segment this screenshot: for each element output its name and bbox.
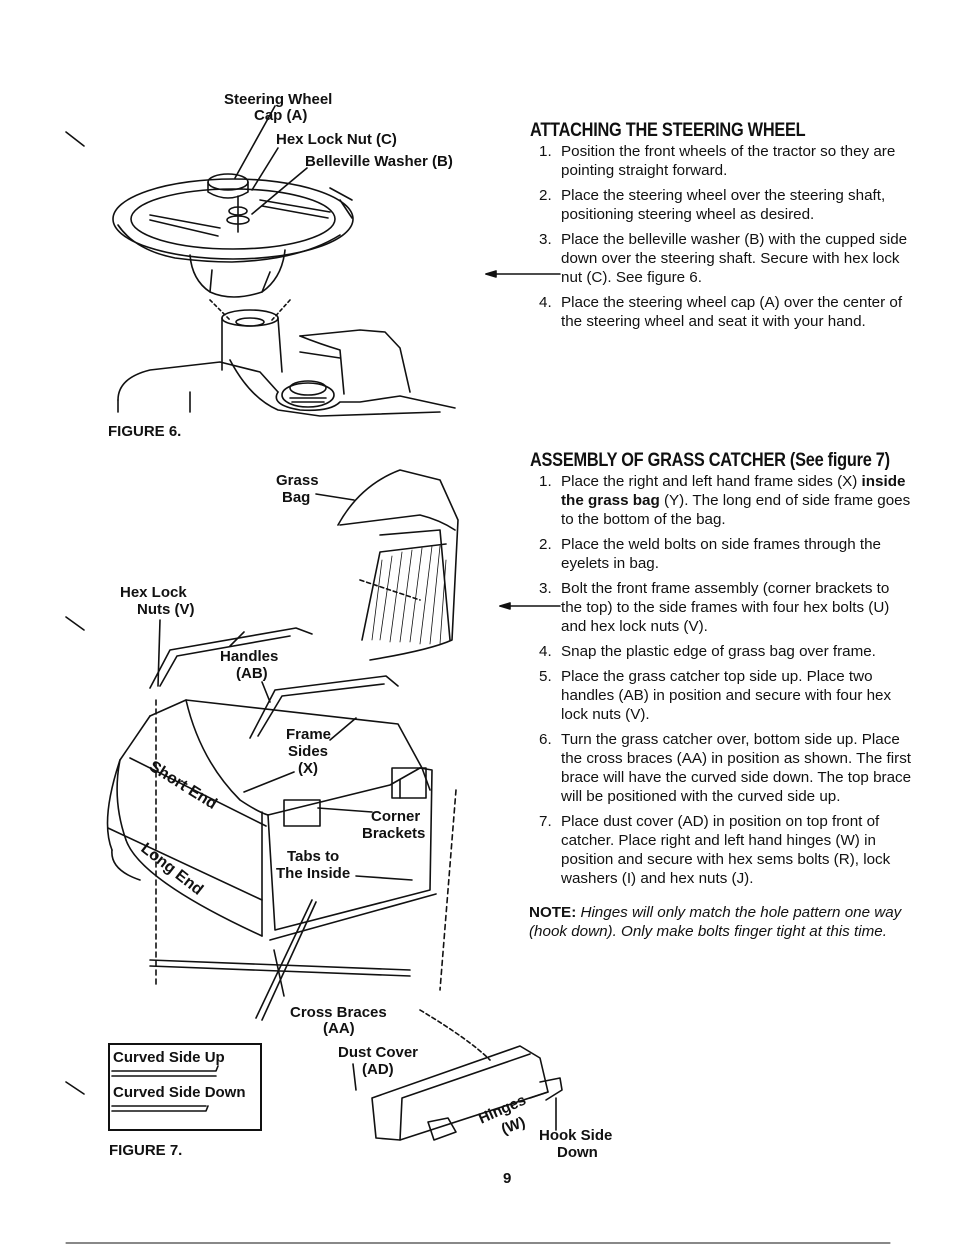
steering-wheel-steps: 1. Position the front wheels of the tract… [530, 142, 912, 337]
step-item: 1. Position the front wheels of the tract… [530, 142, 912, 180]
step-item: 4. Snap the plastic edge of grass bag ove… [530, 642, 914, 661]
step-item: 7. Place dust cover (AD) in position on t… [530, 812, 914, 888]
step-text: Turn the grass catcher over, bottom side… [561, 731, 912, 805]
figure-7-caption: FIGURE 7. [109, 1142, 183, 1159]
step-number: 7. [539, 813, 552, 830]
step-item: 2. Place the weld bolts on side frames th… [530, 535, 914, 573]
dust-cover-ad-label: (AD) [362, 1061, 394, 1078]
step-text: (Y). The long end of side frame goes to … [561, 492, 911, 528]
corner-label: Corner [371, 808, 421, 825]
step-text: Place the steering wheel over the steeri… [561, 187, 886, 223]
step-text: Position the front wheels of the tractor… [561, 143, 896, 179]
step-text: Bolt the front frame assembly (corner br… [561, 580, 890, 635]
margin-mark [65, 1081, 85, 1095]
hook-side-label: Hook Side [539, 1127, 613, 1144]
tabs-to-label: Tabs to [287, 848, 340, 865]
step-text: Snap the plastic edge of grass bag over … [561, 643, 876, 660]
step-item: 6. Turn the grass catcher over, bottom si… [530, 730, 914, 806]
section-title-steering-wheel: ATTACHING THE STEERING WHEEL [530, 120, 806, 141]
hook-down-label: Down [557, 1144, 598, 1161]
step-item: 1. Place the right and left hand frame si… [530, 472, 914, 529]
step-number: 2. [539, 536, 552, 553]
step-item: 3. Bolt the front frame assembly (corner … [530, 579, 914, 636]
note-text: Hinges will only match the hole pattern … [529, 904, 902, 940]
frame-label: Frame [286, 726, 332, 743]
margin-mark [65, 131, 85, 147]
steering-wheel-drawing [112, 105, 456, 417]
step-text: Place the grass catcher top side up. Pla… [561, 668, 892, 723]
dust-cover-label: Dust Cover [338, 1044, 419, 1061]
step-text: Place the weld bolts on side frames thro… [561, 536, 881, 572]
step-item: 2. Place the steering wheel over the stee… [530, 186, 912, 224]
step-number: 4. [539, 643, 552, 660]
step-number: 6. [539, 731, 552, 748]
step-number: 5. [539, 668, 552, 685]
handles-label: Handles [220, 648, 279, 665]
legend-curved-up: Curved Side Up [113, 1049, 225, 1066]
hex-lock-nut-label: Hex Lock Nut (C) [276, 131, 397, 148]
legend-curved-down: Curved Side Down [113, 1084, 246, 1101]
step-item: 5. Place the grass catcher top side up. P… [530, 667, 914, 724]
step-text: Place dust cover (AD) in position on top… [561, 813, 891, 887]
sides-label: Sides [288, 743, 329, 760]
cross-braces-label: Cross Braces [290, 1004, 387, 1021]
section-title-grass-catcher: ASSEMBLY OF GRASS CATCHER (See figure 7) [530, 450, 890, 471]
step-number: 4. [539, 294, 552, 311]
grass-catcher-steps: 1. Place the right and left hand frame si… [530, 472, 914, 894]
note-label: NOTE: [529, 904, 577, 921]
page-number: 9 [503, 1170, 512, 1187]
step-number: 3. [539, 231, 552, 248]
grass-label: Grass [276, 472, 319, 489]
note-paragraph: NOTE: Hinges will only match the hole pa… [529, 903, 915, 941]
step-number: 1. [539, 143, 552, 160]
nuts-label: Nuts (V) [137, 601, 195, 618]
step-text: Place the right and left hand frame side… [561, 473, 862, 490]
step-number: 2. [539, 187, 552, 204]
frame-x-label: (X) [298, 760, 318, 777]
step-text: Place the belleville washer (B) with the… [561, 231, 908, 286]
figure-6-caption: FIGURE 6. [108, 423, 182, 440]
bag-label: Bag [282, 489, 311, 506]
the-inside-label: The Inside [276, 865, 351, 882]
brackets-label: Brackets [362, 825, 426, 842]
belleville-washer-label: Belleville Washer (B) [305, 153, 453, 170]
margin-mark [65, 616, 85, 631]
grass-catcher-drawing [106, 469, 563, 1141]
handles-ab-label: (AB) [236, 665, 268, 682]
step-text: Place the steering wheel cap (A) over th… [561, 294, 903, 330]
step-number: 1. [539, 473, 552, 490]
step-item: 3. Place the belleville washer (B) with t… [530, 230, 912, 287]
step-text-bold: inside the grass bag [561, 473, 906, 509]
brace-legend-box [108, 1043, 262, 1131]
hex-lock-label: Hex Lock [120, 584, 187, 601]
step-item: 4. Place the steering wheel cap (A) over … [530, 293, 912, 331]
steering-wheel-label: Steering Wheel [224, 91, 333, 108]
cross-braces-aa-label: (AA) [323, 1020, 355, 1037]
steering-wheel-cap-label: Cap (A) [254, 107, 308, 124]
step-number: 3. [539, 580, 552, 597]
